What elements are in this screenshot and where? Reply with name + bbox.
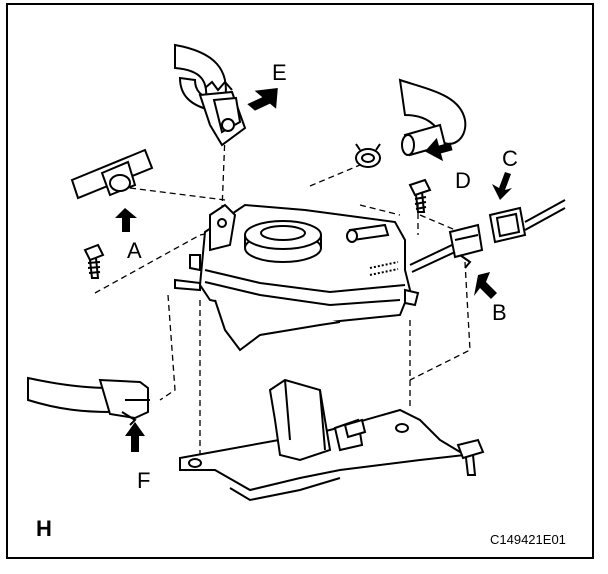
bolt-icon: [408, 178, 432, 213]
arrow-icon: [115, 88, 512, 452]
callout-label-f: F: [137, 468, 151, 493]
hose-a: [70, 148, 154, 200]
callout-label-d: D: [455, 168, 471, 193]
tank-outlet-pipe: [346, 223, 390, 243]
corner-label: H: [36, 516, 52, 541]
hose-e: [174, 43, 247, 147]
bolt-icon: [456, 438, 485, 476]
callout-label-a: A: [127, 238, 142, 263]
hose-f: [27, 376, 150, 426]
hose-clamp-icon: [355, 143, 381, 168]
callout-label-b: B: [492, 300, 507, 325]
bolt-icon: [343, 418, 367, 439]
figure-code: C149421E01: [490, 532, 566, 547]
connector-icon: [409, 199, 566, 273]
callout-label-c: C: [502, 146, 518, 171]
bolt-icon: [83, 243, 105, 279]
bracket: [179, 378, 469, 502]
callout-label-e: E: [272, 60, 287, 85]
reservoir-cap-icon: [244, 220, 322, 263]
